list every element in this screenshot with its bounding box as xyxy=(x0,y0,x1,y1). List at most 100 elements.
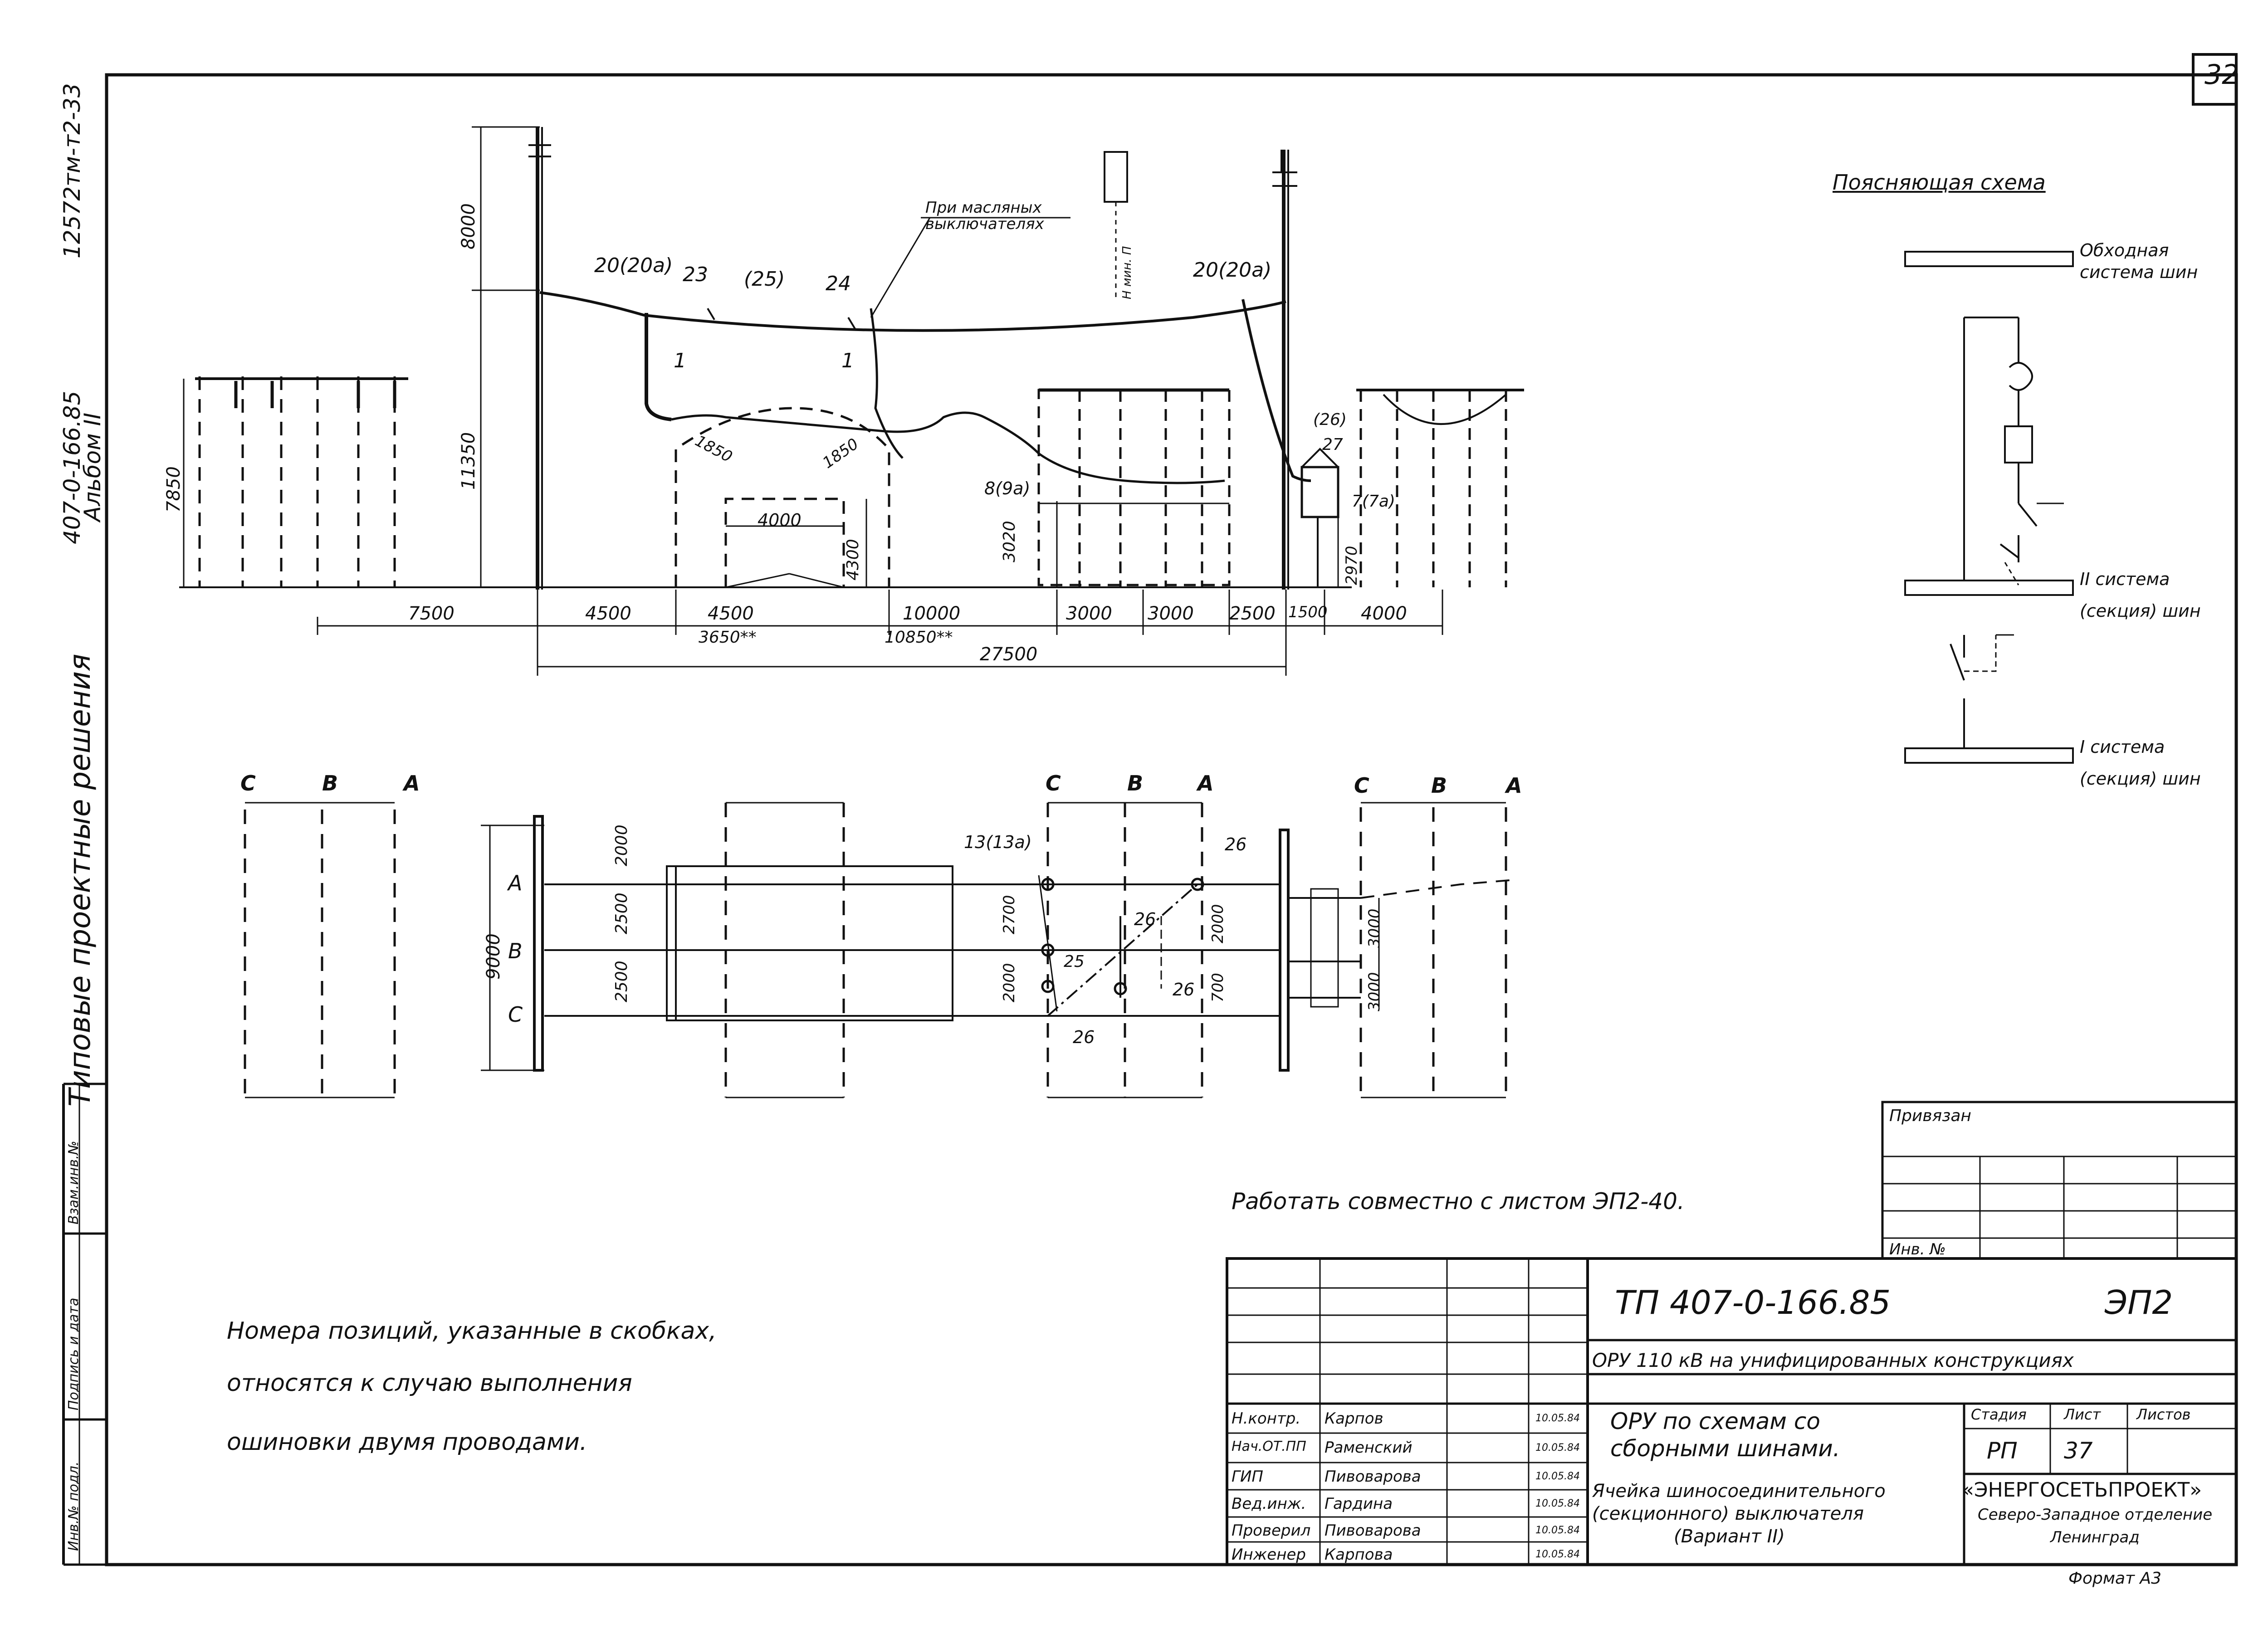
dim-10850: 10850** xyxy=(885,628,953,647)
signer-name-5: Пивоварова xyxy=(1325,1522,1421,1540)
stamp-cell-1: Инв.№ подл. xyxy=(66,1461,82,1551)
schema-sys1-1: I система xyxy=(2080,737,2165,757)
h-4300: 4300 xyxy=(844,539,862,580)
phase-a-right: A xyxy=(1506,773,1522,798)
sheet-value: 37 xyxy=(2064,1438,2093,1464)
sheet-number-box xyxy=(2192,53,2238,106)
phase-c-mid: C xyxy=(1046,771,1061,795)
dim-3000-r2: 3000 xyxy=(1365,972,1383,1011)
dim-2500-b: 2500 xyxy=(612,893,631,934)
privyazan-label: Привязан xyxy=(1889,1107,1971,1125)
phase-a-left: A xyxy=(404,771,420,795)
signer-role-4: Вед.инж. xyxy=(1232,1495,1306,1513)
signer-name-1: Карпов xyxy=(1325,1410,1383,1428)
sheet-number: 32 xyxy=(2204,59,2239,91)
schema-sys2-1: II система xyxy=(2080,569,2170,589)
stage-value: РП xyxy=(1987,1438,2018,1464)
h-8000: 8000 xyxy=(458,203,479,249)
signer-date-1: 10.05.84 xyxy=(1535,1413,1580,1424)
org-dept: Северо-Западное отделение xyxy=(1978,1506,2213,1524)
pos-26-elev: (26) xyxy=(1313,410,1347,429)
signer-role-3: ГИП xyxy=(1232,1468,1263,1486)
phase-b-plan: B xyxy=(508,939,523,963)
dim-3000b: 3000 xyxy=(1148,603,1194,624)
dim-3000-r1: 3000 xyxy=(1365,908,1383,948)
dim-2000-m: 2000 xyxy=(1000,963,1018,1002)
dim-27500: 27500 xyxy=(980,644,1038,665)
dim-1500: 1500 xyxy=(1288,603,1328,621)
pos-20-right: 20(20а) xyxy=(1193,259,1272,282)
subtitle: ОРУ 110 кВ на унифицированных конструкци… xyxy=(1592,1349,2074,1371)
signer-date-6: 10.05.84 xyxy=(1535,1549,1580,1560)
signer-role-1: Н.контр. xyxy=(1232,1410,1301,1428)
signer-date-4: 10.05.84 xyxy=(1535,1498,1580,1509)
phase-a-plan: A xyxy=(508,871,523,895)
h-11350: 11350 xyxy=(458,432,479,490)
stage-header: Стадия xyxy=(1971,1406,2027,1423)
dim-10000: 10000 xyxy=(903,603,961,624)
phase-b-mid: B xyxy=(1127,771,1144,795)
dim-2500-c: 2500 xyxy=(612,961,631,1002)
doc-code: ТП 407-0-166.85 xyxy=(1615,1283,1891,1322)
signer-date-5: 10.05.84 xyxy=(1535,1525,1580,1536)
dim-2000-a: 2000 xyxy=(612,824,631,866)
schema-sys1-2: (секция) шин xyxy=(2080,769,2201,789)
sheet-frame xyxy=(105,73,2238,1566)
phase-b-left: B xyxy=(322,771,338,795)
schema-title: Поясняющая схема xyxy=(1833,170,2046,195)
dim-2000-r: 2000 xyxy=(1209,904,1227,943)
w-4000-elev: 4000 xyxy=(758,510,802,530)
sheet-header: Лист xyxy=(2064,1406,2101,1423)
dim-4500b: 4500 xyxy=(708,603,754,624)
org-city: Ленинград xyxy=(2050,1528,2140,1546)
dim-700: 700 xyxy=(1209,973,1227,1002)
dim-2500: 2500 xyxy=(1229,603,1276,624)
work-with-note: Работать совместно с листом ЭП2-40. xyxy=(1232,1188,1685,1215)
signer-name-4: Гардина xyxy=(1325,1495,1393,1513)
dim-4500a: 4500 xyxy=(585,603,631,624)
signer-role-6: Инженер xyxy=(1232,1546,1306,1564)
pos-25-plan: 25 xyxy=(1064,952,1085,971)
pos-13: 13(13а) xyxy=(964,832,1032,852)
desc1-line1: ОРУ по схемам со xyxy=(1610,1408,1820,1434)
signer-role-5: Проверил xyxy=(1232,1522,1311,1540)
dim-3650: 3650** xyxy=(699,628,757,647)
stamp-cell-2: Подпись и дата xyxy=(66,1297,82,1411)
mark-min: Н мин. П xyxy=(1120,246,1134,299)
stamp-cell-3: Взам.инв.№ xyxy=(66,1141,82,1224)
dim-9000: 9000 xyxy=(483,933,504,980)
desc2-line3: (Вариант II) xyxy=(1674,1526,1785,1547)
code-side: 407-0-166.85 xyxy=(59,390,85,544)
pos-1a: 1 xyxy=(674,349,686,372)
positions-note-3: ошиновки двумя проводами. xyxy=(227,1429,587,1456)
dim-7500: 7500 xyxy=(408,603,455,624)
desc1-line2: сборными шинами. xyxy=(1610,1435,1840,1462)
pos-26-a: 26 xyxy=(1225,834,1247,854)
phase-b-right: B xyxy=(1431,773,1447,798)
pos-1b: 1 xyxy=(841,349,854,372)
phase-a-mid: A xyxy=(1198,771,1214,795)
sheet-code: ЭП2 xyxy=(2105,1283,2173,1322)
pos-24: 24 xyxy=(826,272,851,295)
desc2-line1: Ячейка шиносоединительного xyxy=(1592,1481,1886,1502)
signer-name-2: Раменский xyxy=(1325,1439,1413,1457)
positions-note-1: Номера позиций, указанные в скобках, xyxy=(227,1317,717,1345)
schema-sys2-2: (секция) шин xyxy=(2080,601,2201,621)
signer-name-6: Карпова xyxy=(1325,1546,1393,1564)
phase-c-right: C xyxy=(1354,773,1369,798)
oil-breakers-note: При масляных выключателях xyxy=(925,199,1044,233)
pos-7: 7(7а) xyxy=(1352,492,1395,511)
desc2-line2: (секционного) выключателя xyxy=(1592,1503,1864,1524)
inv-no-label: Инв. № xyxy=(1889,1240,1946,1258)
pos-26-d: 26 xyxy=(1073,1027,1095,1047)
pos-8: 8(9а) xyxy=(984,478,1031,498)
schema-bypass-1: Обходная xyxy=(2080,240,2169,260)
signer-role-2: Нач.ОТ.ПП xyxy=(1232,1439,1306,1454)
pos-23: 23 xyxy=(683,263,708,286)
doc-number-side: 12572тм-т2-33 xyxy=(59,83,85,259)
format-label: Формат А3 xyxy=(2068,1569,2162,1588)
pos-20-left: 20(20а) xyxy=(594,254,673,277)
sheets-header: Листов xyxy=(2136,1406,2191,1423)
pos-26-c: 26 xyxy=(1173,980,1195,1000)
